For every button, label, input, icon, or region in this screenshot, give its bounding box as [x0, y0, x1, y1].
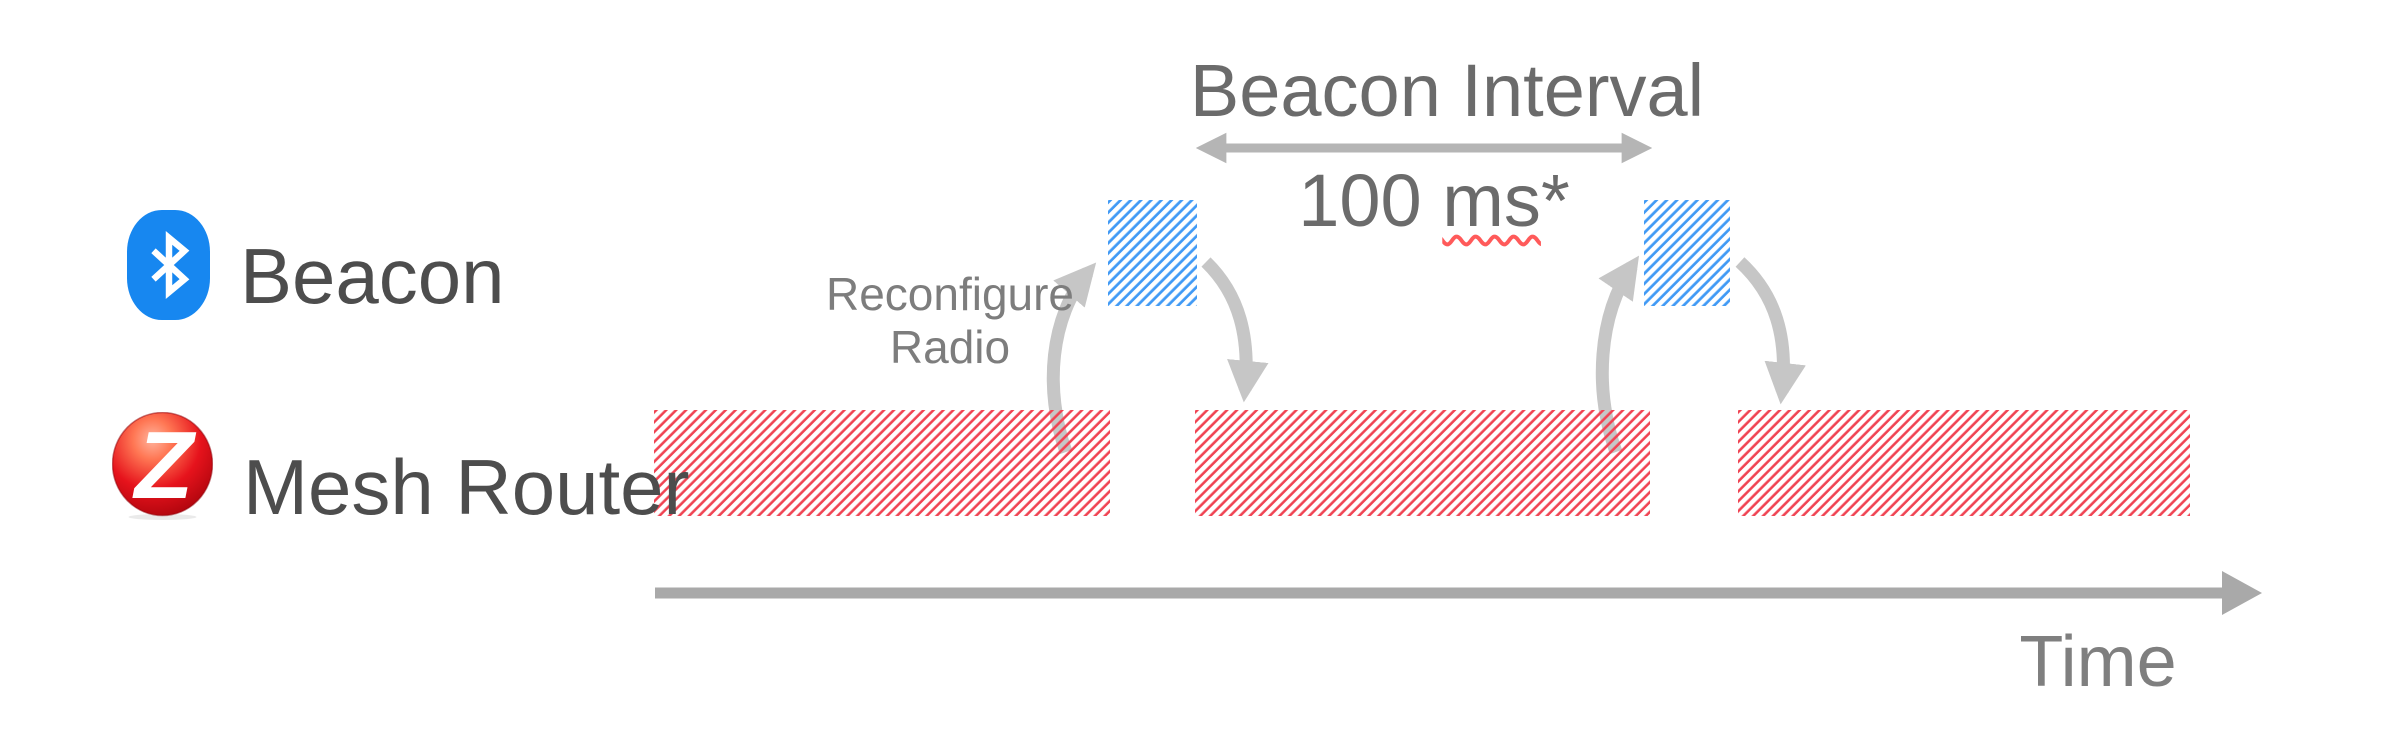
mesh-activity-block-1 — [654, 410, 1110, 516]
bluetooth-icon — [127, 210, 210, 320]
beacon-interval-label: Beacon Interval — [1189, 49, 1705, 132]
interval-value-prefix: 100 — [1298, 159, 1443, 242]
svg-text:Z: Z — [132, 412, 197, 519]
zigbee-logo: Z — [111, 411, 214, 520]
bluetooth-rune — [150, 230, 189, 300]
interval-value-suffix: * — [1540, 159, 1570, 242]
time-axis-label: Time — [2019, 622, 2177, 702]
beacon-tx-block-1 — [1108, 200, 1197, 306]
mesh-activity-block-2 — [1195, 410, 1650, 516]
interval-value-unit: ms — [1442, 159, 1541, 242]
beacon-row-label: Beacon — [240, 232, 505, 320]
reconfigure-line1: Reconfigure — [825, 268, 1075, 320]
reconfigure-radio-label: Reconfigure Radio — [752, 268, 1148, 375]
reconfigure-line2: Radio — [889, 321, 1011, 374]
time-axis-arrowhead — [2222, 571, 2262, 615]
beacon-interval-value: 100 ms* — [1134, 164, 1734, 238]
mesh-activity-block-3 — [1738, 410, 2190, 516]
zigbee-icon: Z — [111, 411, 214, 520]
reconfigure-down-arrow-2 — [1735, 257, 1806, 405]
reconfigure-down-arrow-1 — [1201, 257, 1269, 403]
mesh-router-row-label: Mesh Router — [243, 443, 690, 531]
beacon-tx-block-2 — [1644, 200, 1730, 306]
